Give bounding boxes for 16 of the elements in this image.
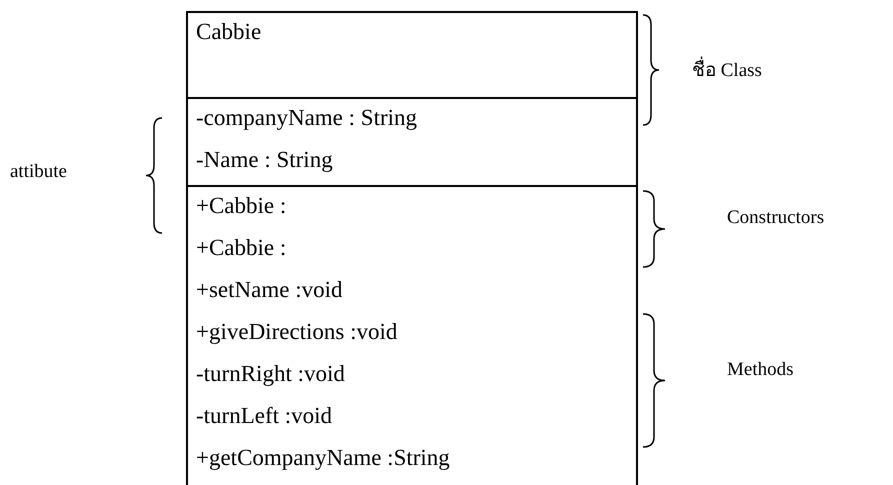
operation-text: +Cabbie : bbox=[196, 235, 286, 261]
operation-text: +Cabbie : bbox=[196, 193, 286, 219]
attribute-text: -companyName : String bbox=[196, 105, 418, 131]
operation-compartment bbox=[186, 185, 638, 485]
section-label: attibute bbox=[10, 161, 67, 183]
class-name-compartment bbox=[186, 11, 638, 99]
section-label: Constructors bbox=[727, 207, 824, 229]
operation-text: -turnRight :void bbox=[196, 361, 345, 387]
section-label: Methods bbox=[727, 359, 794, 381]
operation-text: +giveDirections :void bbox=[196, 319, 398, 345]
operation-text: +setName :void bbox=[196, 277, 342, 303]
attribute-text: -Name : String bbox=[196, 147, 333, 173]
operation-text: +getCompanyName :String bbox=[196, 445, 450, 471]
class-name: Cabbie bbox=[196, 19, 262, 45]
operation-text: -turnLeft :void bbox=[196, 403, 332, 429]
attribute-compartment bbox=[186, 97, 638, 187]
